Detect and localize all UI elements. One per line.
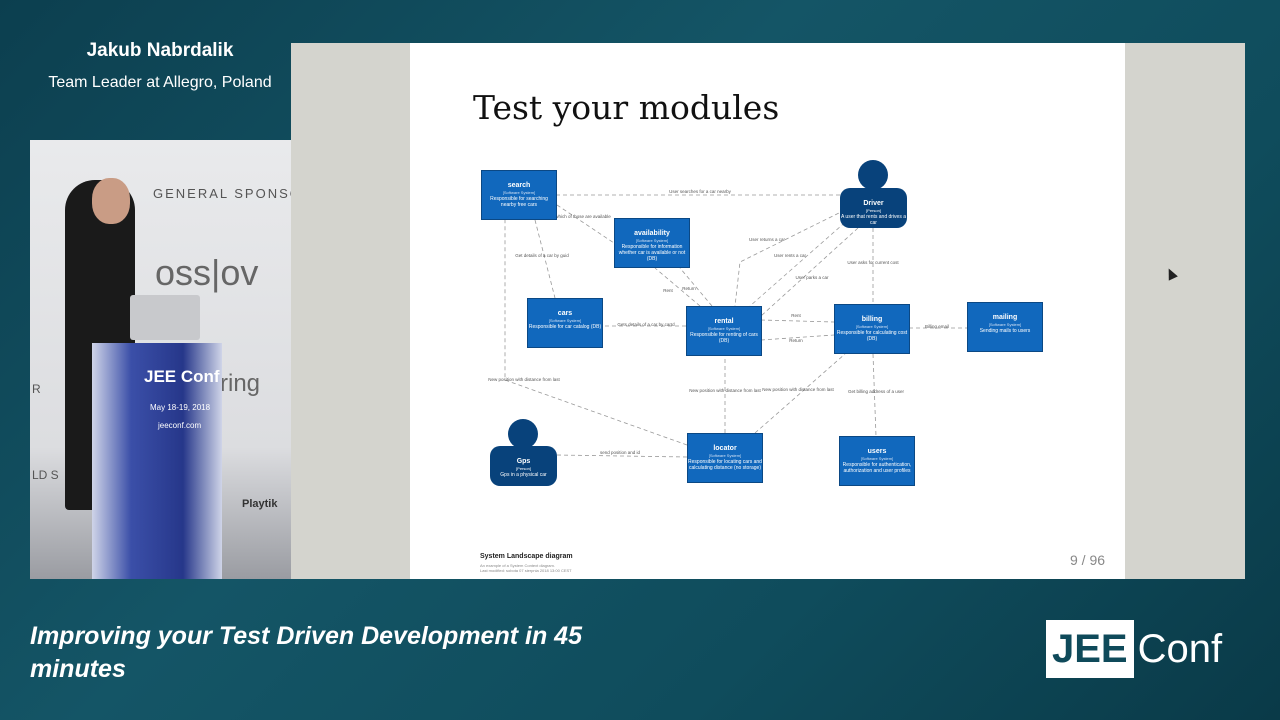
person-head-icon [508, 419, 538, 449]
jeeconf-logo: JEE Conf [1046, 620, 1222, 678]
system-name: rental [714, 318, 734, 325]
system-name: users [867, 448, 887, 455]
system-availability: availability[Software System]Responsible… [614, 218, 690, 268]
person-type: [Person] [516, 466, 531, 471]
person-head-icon [858, 160, 888, 190]
system-desc: Responsible for calculating cost (DB) [836, 330, 908, 342]
system-locator: locator[Software System]Responsible for … [687, 433, 763, 483]
banner-text: R [32, 382, 41, 396]
sponsor-logo: oss|ov [155, 252, 259, 293]
system-desc: Responsible for information whether car … [618, 244, 686, 262]
system-type: [Software System] [860, 456, 894, 461]
person-name: Driver [863, 200, 884, 207]
person-name: Gps [516, 458, 531, 465]
diagram-subtitle: An example of a System Context diagram. [480, 563, 555, 568]
system-type: [Software System] [635, 238, 669, 243]
system-desc: Responsible for authentication, authoriz… [842, 462, 912, 474]
person-desc: Gps in a physical car [500, 472, 547, 478]
system-type: [Software System] [988, 322, 1022, 327]
system-name: cars [557, 310, 573, 317]
system-type: [Software System] [708, 453, 742, 458]
system-name: locator [713, 445, 737, 452]
system-type: [Software System] [548, 318, 582, 323]
logo-jee: JEE [1046, 620, 1134, 678]
system-name: mailing [992, 314, 1018, 321]
speaker-role: Team Leader at Allegro, Poland [48, 74, 272, 91]
speaker-head [92, 178, 130, 224]
banner-text: ring [220, 370, 261, 397]
speaker-video: GENERAL SPONSOR oss|ov ring R LD S JEE C… [30, 140, 291, 579]
person-desc: A user that rents and drives a car [840, 214, 907, 226]
podium: JEE Conf May 18-19, 2018 jeeconf.com [92, 343, 222, 579]
person-body: Gps[Person]Gps in a physical car [490, 446, 557, 486]
system-desc: Sending mails to users [979, 328, 1031, 334]
system-desc: Responsible for locating cars and calcul… [688, 459, 762, 471]
slide-title: Test your modules [473, 88, 780, 127]
system-type: [Software System] [707, 326, 741, 331]
diagram-modified: Last modified: sobota 07 sierpnia 2018 1… [480, 568, 572, 573]
system-mailing: mailing[Software System]Sending mails to… [967, 302, 1043, 352]
system-name: availability [634, 230, 670, 237]
system-desc: Responsible for renting of cars (DB) [690, 332, 758, 344]
slide-page-number: 9 / 96 [1070, 552, 1106, 568]
side-logo: Playtik [242, 498, 278, 510]
logo-conf: Conf [1137, 626, 1223, 671]
system-desc: Responsible for searching nearby free ca… [490, 196, 548, 208]
podium-date: May 18-19, 2018 [150, 403, 211, 412]
person-driver: Driver[Person]A user that rents and driv… [840, 160, 907, 228]
podium-site: jeeconf.com [158, 421, 202, 430]
speaker-name: Jakub Nabrdalik [86, 40, 234, 61]
system-users: users[Software System]Responsible for au… [839, 436, 915, 486]
diagram-title: System Landscape diagram [480, 553, 573, 560]
person-body: Driver[Person]A user that rents and driv… [840, 188, 907, 228]
system-billing: billing[Software System]Responsible for … [834, 304, 910, 354]
system-desc: Responsible for car catalog (DB) [528, 324, 602, 330]
system-name: search [507, 182, 531, 189]
system-rental: rental[Software System]Responsible for r… [686, 306, 762, 356]
system-search: search[Software System]Responsible for s… [481, 170, 557, 220]
laptop [130, 295, 200, 340]
system-type: [Software System] [855, 324, 889, 329]
system-type: [Software System] [502, 190, 536, 195]
sponsor-label: GENERAL SPONSOR [153, 186, 291, 201]
system-name: billing [861, 316, 883, 323]
talk-title: Improving your Test Driven Development i… [30, 622, 582, 683]
podium-logo: JEE Conf [144, 367, 220, 386]
system-cars: cars[Software System]Responsible for car… [527, 298, 603, 348]
person-type: [Person] [866, 208, 881, 213]
banner-text: LD S [32, 468, 59, 482]
person-gps: Gps[Person]Gps in a physical car [490, 419, 557, 487]
